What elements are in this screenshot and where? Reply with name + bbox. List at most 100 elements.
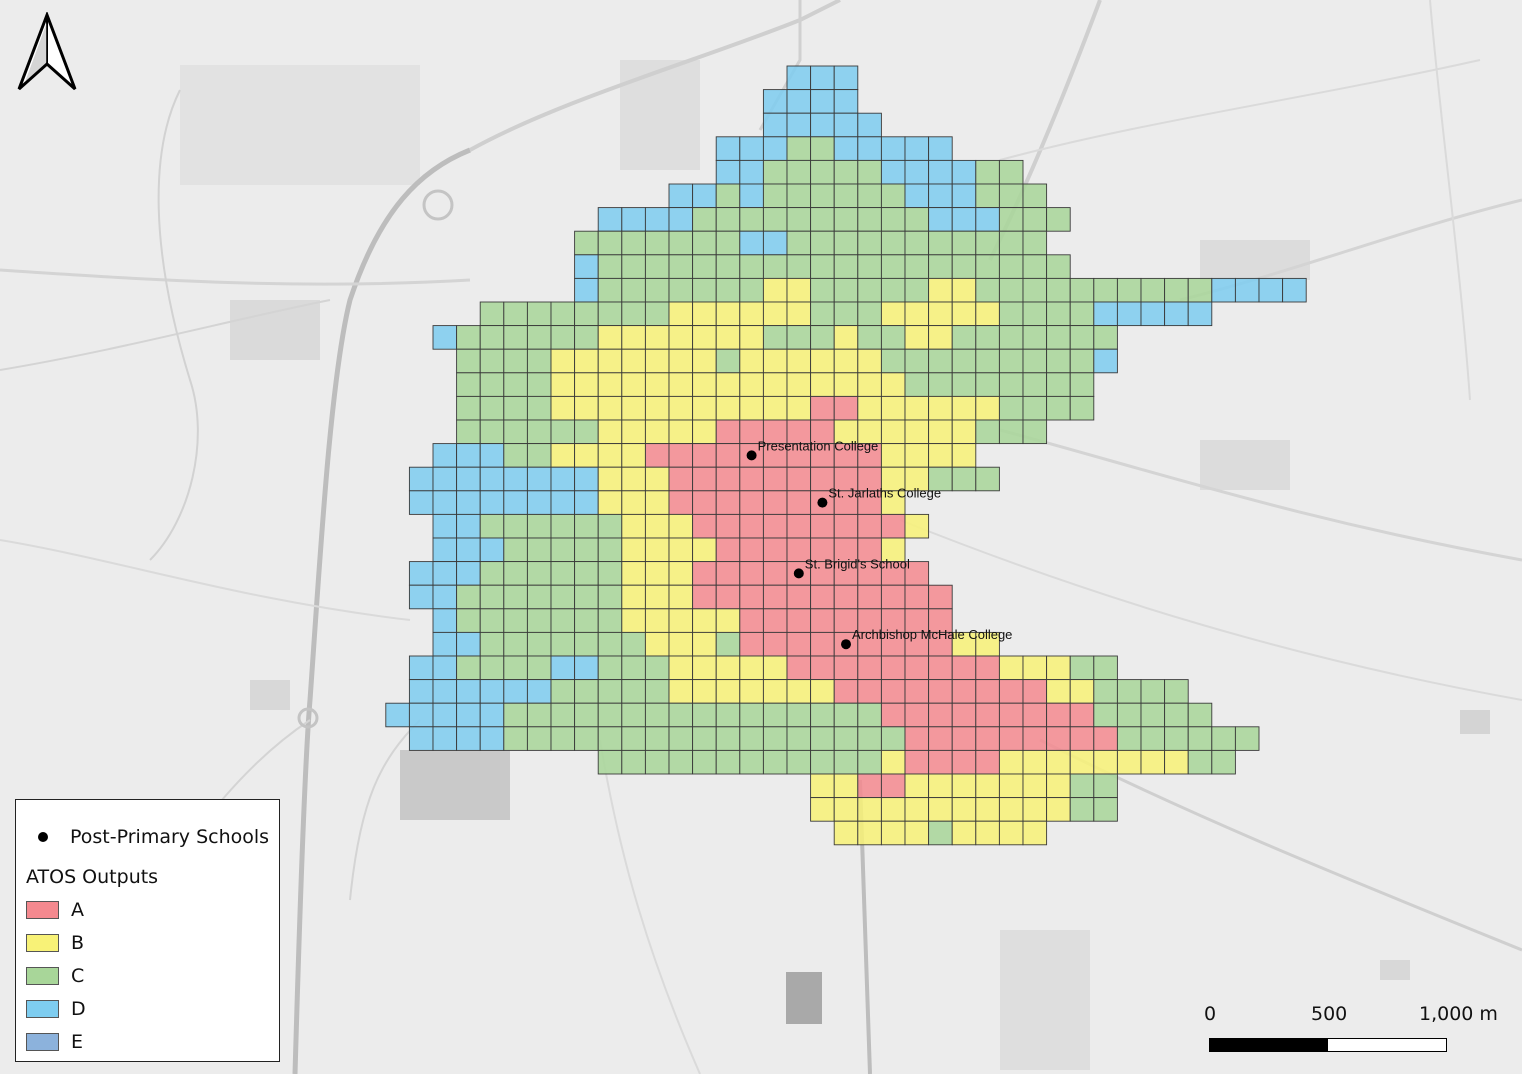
- grid-cell-a: [786, 513, 812, 539]
- grid-cell-d: [408, 561, 434, 586]
- grid-cell-c: [503, 513, 528, 539]
- grid-cell-a: [951, 655, 977, 681]
- grid-cell-d: [456, 443, 481, 468]
- grid-cell-b: [621, 443, 646, 468]
- grid-cell-c: [786, 749, 812, 775]
- grid-cell-a: [975, 679, 1000, 704]
- grid-cell-b: [810, 679, 835, 704]
- grid-cell-a: [998, 702, 1024, 728]
- grid-cell-d: [408, 466, 434, 492]
- grid-cell-d: [857, 136, 882, 161]
- grid-cell-c: [904, 207, 930, 232]
- grid-cell-b: [786, 348, 812, 374]
- grid-cell-c: [1022, 183, 1048, 209]
- grid-cell-b: [857, 372, 882, 397]
- grid-cell-c: [1046, 372, 1071, 397]
- school-marker[interactable]: [817, 497, 828, 508]
- swatch-c: [26, 967, 59, 985]
- grid-cell-c: [1093, 277, 1118, 303]
- grid-cell-c: [1187, 726, 1213, 751]
- grid-cell-d: [479, 679, 505, 704]
- grid-cell-b: [621, 584, 646, 610]
- grid-cell-b: [668, 348, 694, 374]
- grid-cell-c: [810, 301, 835, 327]
- grid-cell-c: [456, 584, 481, 610]
- grid-cell-c: [739, 749, 764, 775]
- grid-cell-c: [715, 254, 741, 279]
- grid-cell-b: [739, 395, 764, 421]
- grid-cell-c: [833, 702, 859, 728]
- grid-cell-b: [715, 655, 741, 681]
- grid-cell-d: [928, 159, 953, 185]
- grid-cell-c: [1046, 254, 1071, 279]
- scale-segment-dark: [1209, 1038, 1329, 1052]
- swatch-d: [26, 1000, 59, 1018]
- grid-cell-c: [810, 325, 835, 350]
- grid-cell-c: [597, 726, 623, 751]
- grid-cell-b: [597, 372, 623, 397]
- grid-cell-d: [1211, 277, 1236, 303]
- grid-cell-b: [762, 395, 788, 421]
- grid-cell-c: [479, 584, 505, 610]
- school-marker[interactable]: [746, 450, 757, 461]
- grid-cell-d: [833, 136, 859, 161]
- grid-cell-b: [621, 395, 646, 421]
- grid-cell-b: [1164, 749, 1189, 775]
- grid-cell-d: [762, 230, 788, 256]
- grid-cell-c: [1164, 726, 1189, 751]
- grid-cell-c: [574, 726, 599, 751]
- grid-cell-a: [1069, 726, 1095, 751]
- grid-cell-b: [597, 395, 623, 421]
- grid-cell-c: [574, 631, 599, 657]
- grid-cell-a: [975, 749, 1000, 775]
- grid-cell-c: [1116, 726, 1142, 751]
- grid-cell-d: [432, 608, 458, 633]
- grid-cell-b: [692, 537, 717, 563]
- grid-cell-d: [479, 466, 505, 492]
- grid-cell-c: [904, 372, 930, 397]
- grid-cell-c: [1164, 679, 1189, 704]
- grid-cell-a: [692, 513, 717, 539]
- grid-cell-c: [998, 254, 1024, 279]
- scale-bar: 0 500 1,000 m: [1195, 1000, 1515, 1060]
- grid-cell-c: [810, 183, 835, 209]
- grid-cell-c: [739, 702, 764, 728]
- grid-cell-c: [550, 679, 576, 704]
- grid-cell-a: [810, 395, 835, 421]
- grid-cell-c: [526, 608, 552, 633]
- grid-cell-a: [857, 773, 882, 799]
- grid-cell-d: [951, 183, 977, 209]
- grid-cell-a: [762, 490, 788, 515]
- grid-cell-b: [904, 820, 930, 846]
- grid-cell-b: [904, 325, 930, 350]
- grid-cell-c: [1046, 395, 1071, 421]
- grid-cell-d: [574, 466, 599, 492]
- grid-cell-b: [880, 372, 906, 397]
- grid-cell-c: [1164, 702, 1189, 728]
- grid-cell-d: [1258, 277, 1284, 303]
- grid-cell-c: [998, 301, 1024, 327]
- grid-cell-d: [408, 702, 434, 728]
- grid-cell-c: [1164, 277, 1189, 303]
- grid-cell-c: [456, 348, 481, 374]
- grid-cell-c: [456, 372, 481, 397]
- grid-cell-c: [526, 513, 552, 539]
- school-marker[interactable]: [793, 568, 804, 579]
- grid-cell-b: [668, 513, 694, 539]
- legend-item-e: E: [26, 1031, 83, 1053]
- grid-cell-d: [432, 679, 458, 704]
- grid-cell-b: [692, 679, 717, 704]
- grid-cell-c: [975, 183, 1000, 209]
- grid-cell-c: [526, 419, 552, 445]
- grid-cell-c: [1069, 277, 1095, 303]
- grid-cell-c: [833, 726, 859, 751]
- grid-cell-d: [668, 207, 694, 232]
- grid-cell-b: [786, 679, 812, 704]
- grid-cell-b: [928, 301, 953, 327]
- grid-cell-b: [597, 325, 623, 350]
- grid-cell-c: [786, 702, 812, 728]
- grid-cell-b: [668, 608, 694, 633]
- grid-cell-a: [975, 655, 1000, 681]
- school-marker[interactable]: [841, 639, 851, 650]
- grid-cell-c: [998, 325, 1024, 350]
